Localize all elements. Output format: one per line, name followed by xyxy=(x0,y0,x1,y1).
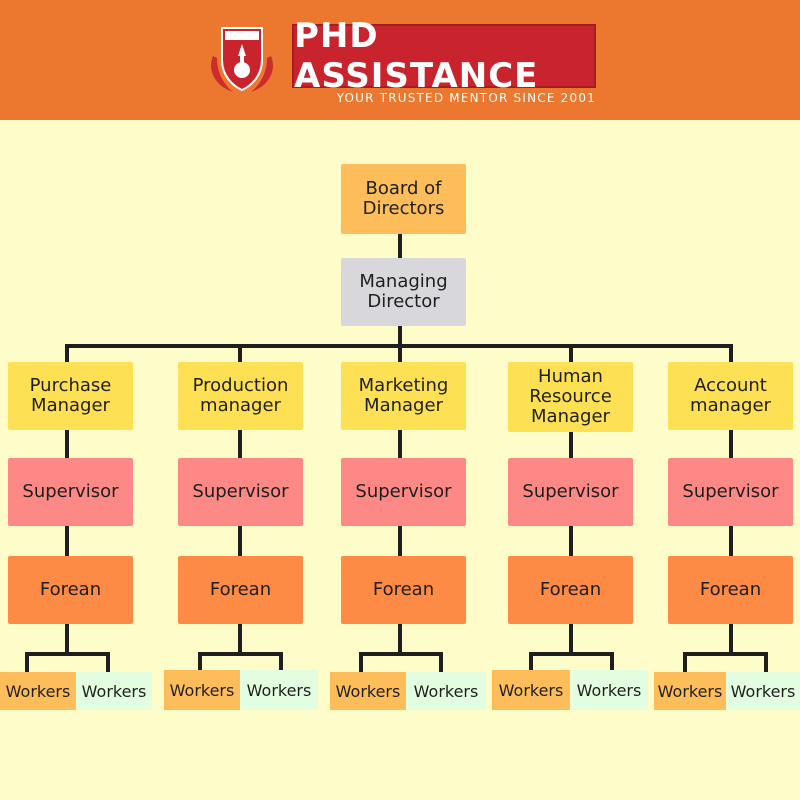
node-supervisor: Supervisor xyxy=(178,458,303,526)
node-workers: Workers xyxy=(570,670,648,710)
node-workers: Workers xyxy=(654,672,726,710)
node-account-manager: Account manager xyxy=(668,362,793,430)
node-workers: Workers xyxy=(0,672,76,710)
node-supervisor: Supervisor xyxy=(668,458,793,526)
node-managing-director: Managing Director xyxy=(341,258,466,326)
node-workers: Workers xyxy=(492,670,570,710)
node-workers: Workers xyxy=(240,670,318,710)
node-supervisor: Supervisor xyxy=(508,458,633,526)
shield-crest-icon xyxy=(211,27,273,92)
node-foreman: Forean xyxy=(668,556,793,624)
node-foreman: Forean xyxy=(341,556,466,624)
node-marketing-manager: Marketing Manager xyxy=(341,362,466,430)
node-foreman: Forean xyxy=(178,556,303,624)
brand-tagline: YOUR TRUSTED MENTOR SINCE 2001 xyxy=(336,91,596,105)
brand-logo-box: PHD ASSISTANCE xyxy=(292,16,596,96)
node-board-of-directors: Board of Directors xyxy=(341,164,466,234)
node-supervisor: Supervisor xyxy=(8,458,133,526)
node-workers: Workers xyxy=(164,670,240,710)
node-foreman: Forean xyxy=(8,556,133,624)
node-foreman: Forean xyxy=(508,556,633,624)
node-workers: Workers xyxy=(330,672,406,710)
node-production-manager: Production manager xyxy=(178,362,303,430)
node-workers: Workers xyxy=(76,672,152,710)
node-workers: Workers xyxy=(726,672,800,710)
node-supervisor: Supervisor xyxy=(341,458,466,526)
header-banner: PHD ASSISTANCE YOUR TRUSTED MENTOR SINCE… xyxy=(0,0,800,120)
node-human-resource-manager: Human Resource Manager xyxy=(508,362,633,432)
node-purchase-manager: Purchase Manager xyxy=(8,362,133,430)
node-workers: Workers xyxy=(406,672,486,710)
